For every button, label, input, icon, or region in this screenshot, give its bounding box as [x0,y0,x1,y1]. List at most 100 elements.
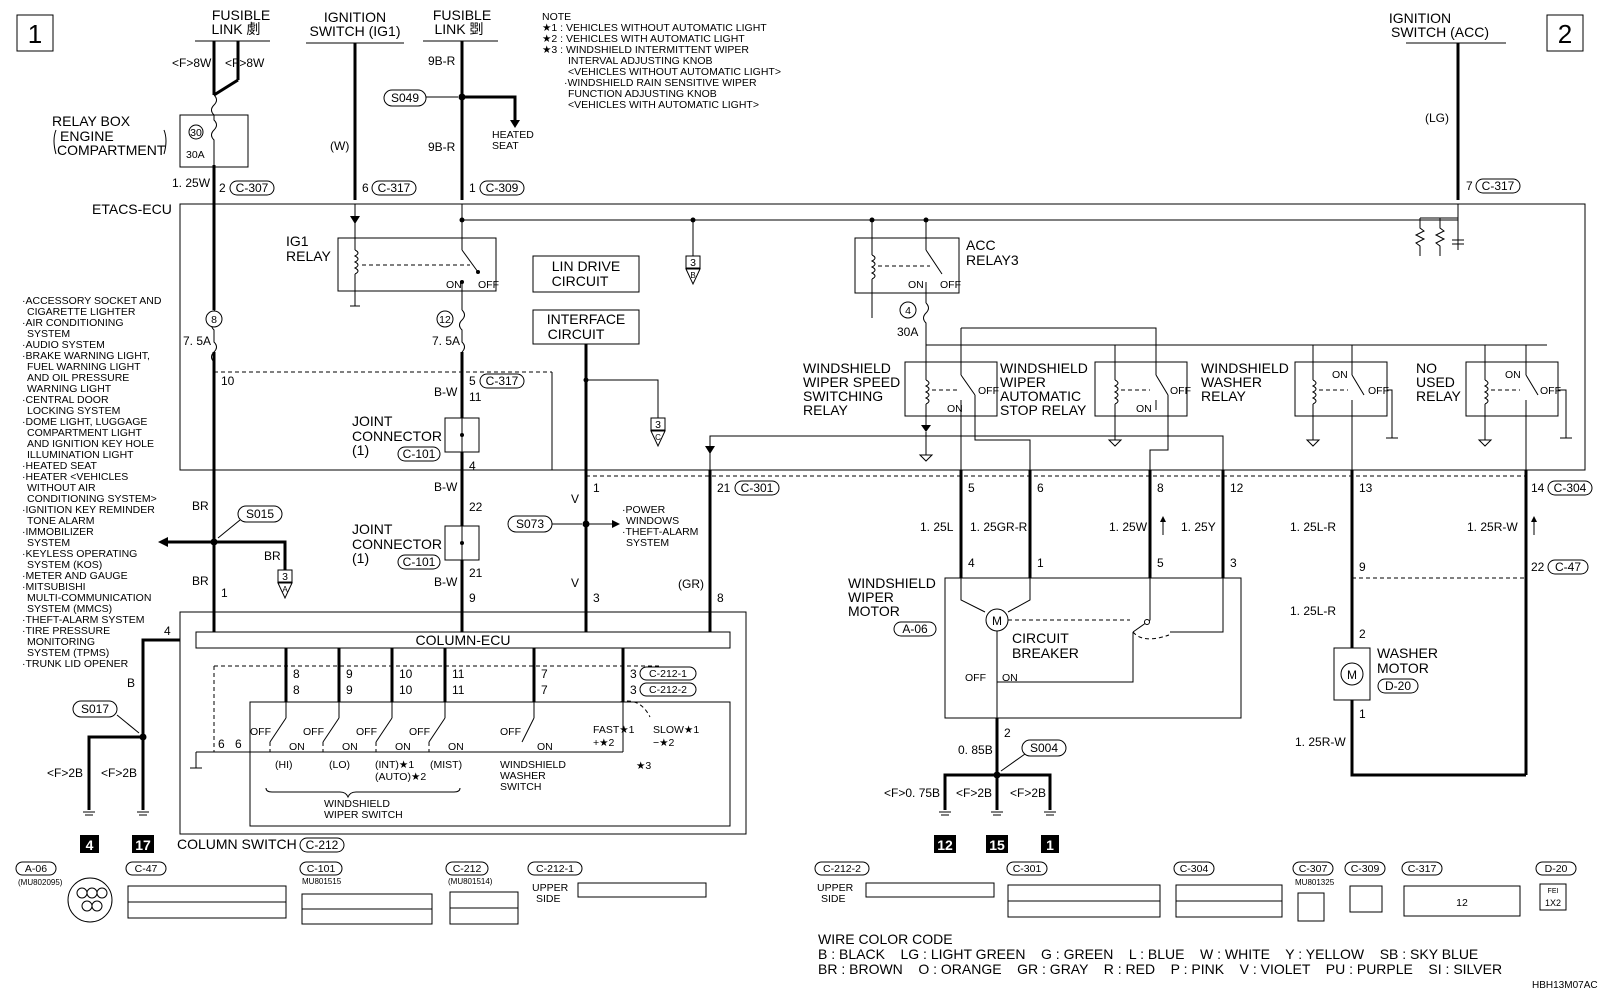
list-item: SYSTEM (KOS) [27,559,102,571]
wire-label-125rw-b: 1. 25R-W [1295,735,1346,749]
sw-off: OFF [356,726,377,738]
wire-label-125rw-a: 1. 25R-W [1467,520,1518,534]
wire-label-125lr-b: 1. 25L-R [1290,604,1336,618]
sw-on: ON [395,741,411,753]
col-pin: 7 [541,667,548,681]
col-pin: 11 [452,683,465,697]
joint-2-label-a: JOINT [352,521,393,537]
c307-label: C-307 [236,181,269,195]
acc-relay-label-a: ACC [966,237,996,253]
relay-box-label-2: ENGINE [60,128,114,144]
list-item: CIGARETTE LIGHTER [27,306,136,318]
motor-m: M [992,614,1002,628]
sw-auto: (AUTO)★2 [375,771,426,783]
col-pin-4: 4 [164,624,171,638]
c307-pin: 2 [219,181,226,195]
sw-on: ON [537,741,553,753]
ref-3c-num: 3 [655,419,661,431]
wire-label-9br-2: 9B-R [428,140,456,154]
list-item: FUEL WARNING LIGHT [27,361,141,373]
note-3b: INTERVAL ADJUSTING KNOB [568,55,713,67]
pw-d: SYSTEM [626,537,669,549]
sw-off: OFF [250,726,271,738]
washer-motor-label-a: WASHER [1377,645,1438,661]
bc-d20-1x2: 1X2 [1545,898,1561,908]
wire-label-v2: V [571,576,579,590]
acc-off: OFF [940,279,961,291]
ig1-off: OFF [478,279,499,291]
pw-b: WINDOWS [626,515,679,527]
a06-pill: A-06 [902,622,928,636]
list-item: MONITORING [27,636,95,648]
page-number-right: 2 [1558,19,1572,49]
ref-3b-letter: B [690,271,695,280]
fuse-8-amp: 7. 5A [183,334,211,348]
c317-label-c: C-317 [486,374,519,388]
fuse-8-no: 8 [211,314,217,326]
auto-stop-on: ON [1136,403,1152,415]
column-pins: 8 9 10 11 7 3 8 9 10 11 7 3 C-212-1 C-21… [213,648,697,752]
list-item: SYSTEM [27,537,70,549]
col-pin: 11 [452,667,465,681]
c47-label: C-47 [1555,560,1581,574]
list-item: ILLUMINATION LIGHT [27,449,134,461]
ref-3c-letter: C [655,433,661,442]
list-item: AND IGNITION KEY HOLE [27,438,154,450]
pin-8: 8 [1157,481,1164,495]
list-item: ·IGNITION KEY REMINDER [22,504,155,516]
pin-10: 10 [221,374,235,388]
motor-pin-4: 4 [968,556,975,570]
lin-drive-circuit [532,255,640,293]
bottom-connectors: A-06 (MU802095) C-47 C-101 MU801515 C-21… [15,861,1577,925]
wire-label-f2b-2: <F>2B [101,766,137,780]
fuse-4-amp: 30A [897,325,918,339]
wiper-sw-label-a: WINDSHIELD [324,798,390,810]
no-used-on: ON [1505,369,1521,381]
wire-label-9br-1: 9B-R [428,54,456,68]
sw-fast: FAST★1 [593,724,635,736]
washer-sw-label-a: WINDSHIELD [500,759,566,771]
list-item: ·KEYLESS OPERATING [22,548,137,560]
bc-c2121: C-212-1 [536,863,574,875]
list-item: ·TIRE PRESSURE [22,625,110,637]
pin-22: 22 [469,500,483,514]
auto-stop-off: OFF [1170,385,1191,397]
acc-on: ON [908,279,924,291]
sw-plus: +★2 [593,737,615,749]
pin-6: 6 [1037,481,1044,495]
relay2-label-b: WIPER [1000,374,1046,390]
fusible-36-label-a: FUSIBLE [212,7,270,23]
ign-acc-label-b: SWITCH (ACC) [1391,24,1489,40]
c317-pin-7: 7 [1466,179,1473,193]
bc-c307-part: MU801325 [1295,878,1335,887]
bc-a06-part: (MU802095) [18,878,63,887]
list-item: ·ACCESSORY SOCKET AND [22,295,162,307]
pin-4: 4 [469,459,476,473]
note-block: NOTE ★1 : VEHICLES WITHOUT AUTOMATIC LIG… [542,11,781,111]
ign-ig1-label-a: IGNITION [324,9,386,25]
joint-1-label-c: (1) [352,442,369,458]
c304-label: C-304 [1554,481,1587,495]
circuit-breaker-a: CIRCUIT [1012,630,1069,646]
sw-off: OFF [303,726,324,738]
sw-mist: (MIST) [430,759,462,771]
ground-15: 15 [989,837,1005,853]
left-system-list: ·ACCESSORY SOCKET AND CIGARETTE LIGHTER … [22,295,162,670]
sw-slow: SLOW★1 [653,724,699,736]
lin-drive-label-a: LIN DRIVE [552,258,620,274]
note-3e: FUNCTION ADJUSTING KNOB [568,88,717,100]
bc-upper1: UPPER [532,882,569,894]
list-item: WITHOUT AIR [27,482,96,494]
wire-label-125gr: 1. 25GR-R [970,520,1028,534]
wire-label-f2b-3: <F>2B [956,786,992,800]
list-item: ·IMMOBILIZER [22,526,94,538]
sw-minus: −★2 [653,737,675,749]
col-pin: 7 [541,683,548,697]
list-item: ·AUDIO SYSTEM [22,339,105,351]
relay-box-amp: 30A [186,149,205,161]
wire-label-f2b-4: <F>2B [1010,786,1046,800]
list-item: ·TRUNK LID OPENER [22,658,129,670]
etacs-ecu-label: ETACS-ECU [92,201,172,217]
fusible-36-label-b: LINK 㓺 [211,21,260,37]
ref-3a-letter: A [282,585,288,594]
